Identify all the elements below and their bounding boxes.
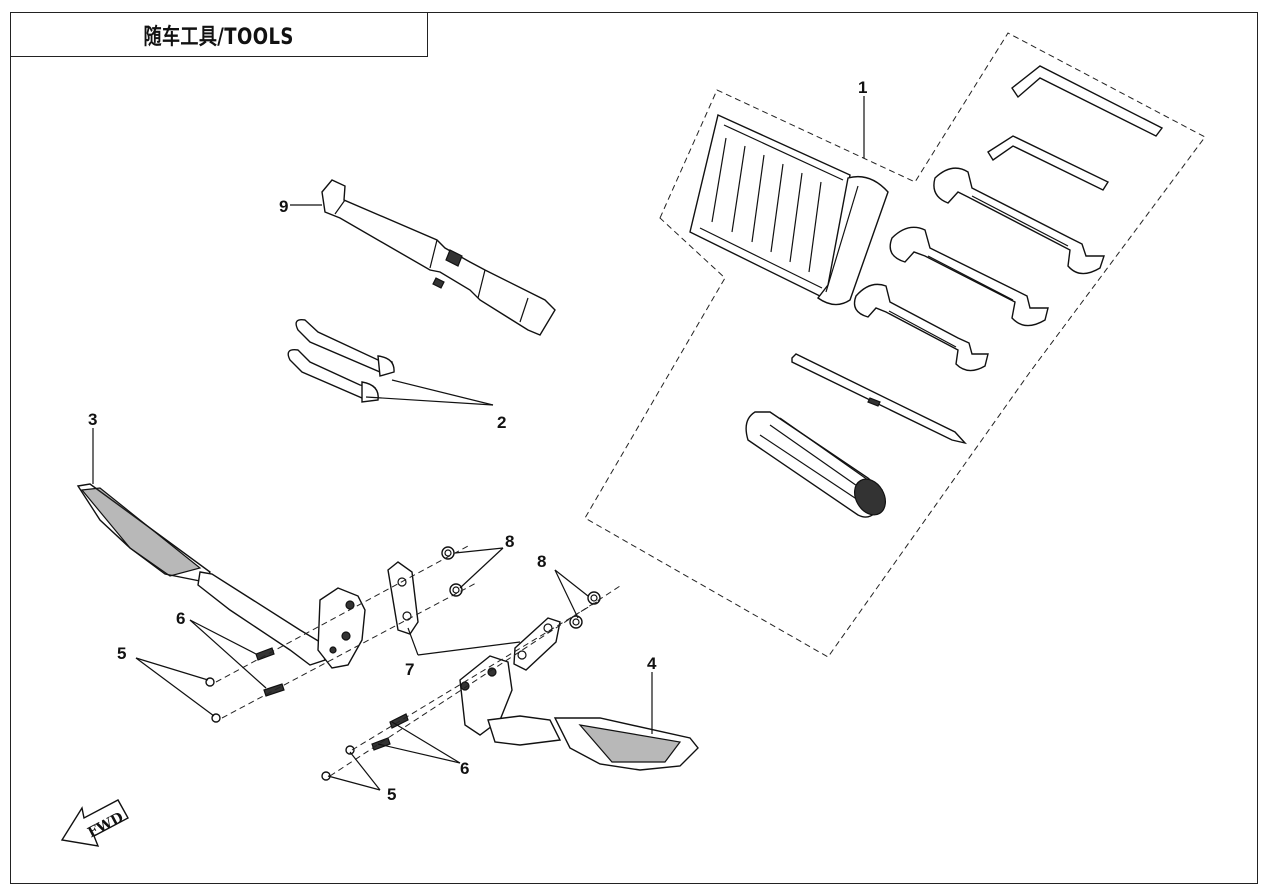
wrench-small <box>853 283 989 372</box>
right-mirror <box>459 655 699 771</box>
mount-plate-left <box>387 561 419 635</box>
callout-9: 9 <box>279 197 288 216</box>
callout-6-right: 6 <box>460 759 469 778</box>
assembly-axes <box>215 544 621 777</box>
nut-right-upper <box>587 591 601 605</box>
page-title: 随车工具/TOOLS <box>143 24 295 50</box>
forward-arrow-icon: FWD <box>60 799 129 847</box>
tool-kit-group <box>584 32 1206 658</box>
callout-8-left: 8 <box>505 532 514 551</box>
wrench-medium <box>889 226 1049 327</box>
pin-upper <box>295 319 395 377</box>
callout-6-left: 6 <box>176 609 185 628</box>
title-block: 随车工具/TOOLS <box>10 12 428 57</box>
bolt-right-lower <box>371 737 391 751</box>
callout-1: 1 <box>858 78 867 97</box>
callout-2: 2 <box>497 413 506 432</box>
wrench-large <box>933 167 1105 275</box>
left-mirror <box>76 483 366 669</box>
callout-3: 3 <box>88 410 97 429</box>
callout-8-right: 8 <box>537 552 546 571</box>
bolt-left-upper <box>255 647 275 661</box>
mount-plate-right <box>513 617 561 671</box>
hex-key-large <box>1011 65 1164 137</box>
leader-lines <box>92 96 865 791</box>
nut-left-upper <box>441 546 455 560</box>
callout-5-right: 5 <box>387 785 396 804</box>
tool-roll-pouch <box>689 114 889 306</box>
hex-key-small <box>987 135 1110 191</box>
callout-4: 4 <box>647 654 657 673</box>
callout-7: 7 <box>405 660 414 679</box>
drawing-frame <box>10 12 1258 884</box>
screwdriver-handle <box>745 411 887 518</box>
tool-kit-boundary <box>584 32 1206 658</box>
screwdriver-blade <box>791 353 968 445</box>
socket-extension-tool <box>321 179 556 336</box>
washer-right-upper <box>345 745 355 755</box>
callout-5-left: 5 <box>117 644 126 663</box>
nut-right-lower <box>569 615 583 629</box>
